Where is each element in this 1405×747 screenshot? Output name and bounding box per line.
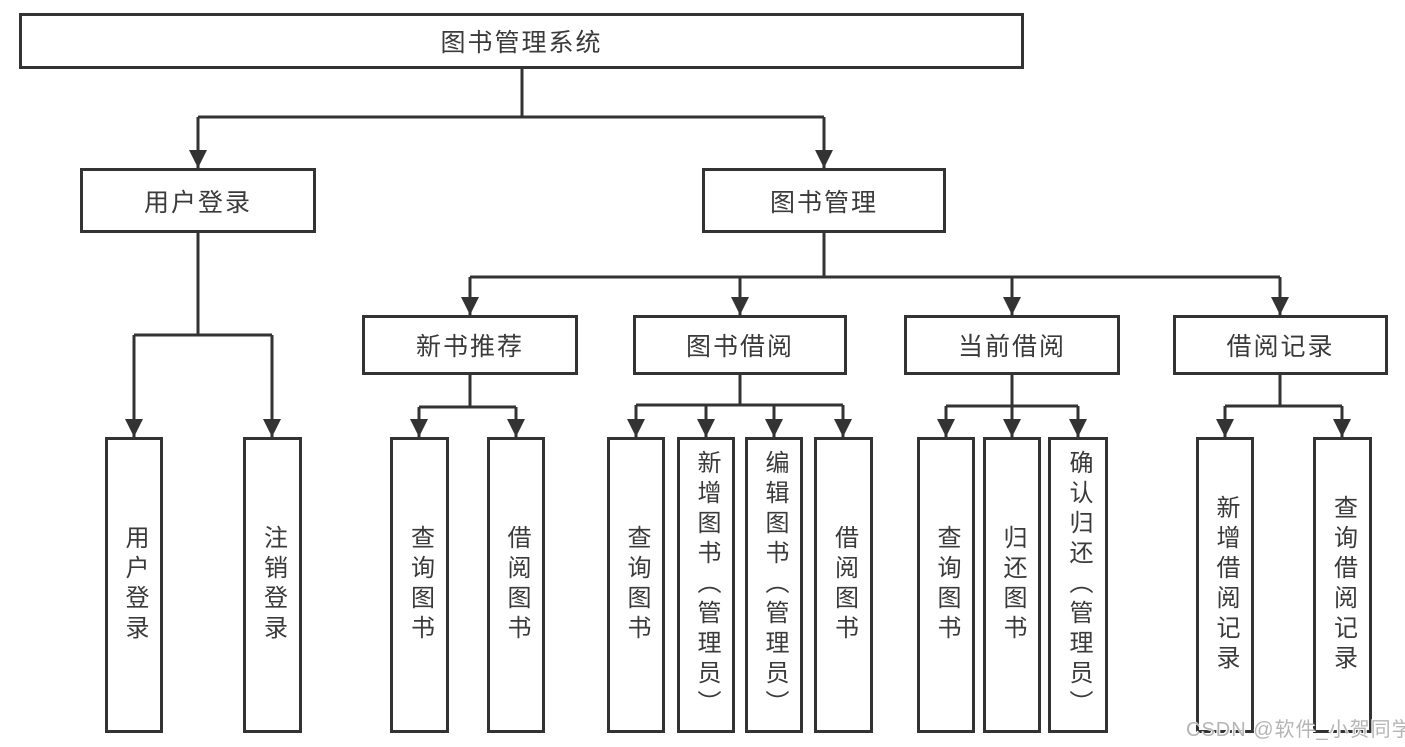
node-label: 新增图书（管理员）: [693, 450, 720, 720]
node-label: 归还图书: [999, 525, 1026, 645]
node-borrow-records: 借阅记录: [1173, 315, 1388, 375]
node-label: 借阅图书: [830, 525, 858, 645]
leaf-query-books-borrow: 查询图书: [607, 437, 665, 733]
connector-root: [189, 69, 833, 168]
watermark-csdn: CSDN @软件_小贺同学: [1186, 719, 1405, 741]
node-library-system: 图书管理系统: [19, 13, 1024, 69]
leaf-user-login: 用户登录: [105, 437, 163, 733]
leaf-query-books-current: 查询图书: [917, 437, 975, 733]
node-book-management: 图书管理: [702, 168, 946, 233]
node-label: 当前借阅: [957, 333, 1066, 361]
node-label: 图书管理: [769, 188, 878, 217]
node-label: 查询图书: [406, 525, 434, 645]
node-label: 确认归还（管理员）: [1065, 450, 1092, 720]
node-label: 编辑图书（管理员）: [761, 450, 788, 720]
node-current-borrow: 当前借阅: [904, 315, 1120, 375]
node-label: 用户登录: [143, 188, 252, 217]
node-label: 查询借阅记录: [1329, 495, 1357, 675]
connector-book-borrow: [627, 375, 852, 437]
connector-current-borrow: [937, 375, 1087, 437]
leaf-query-books-newbook: 查询图书: [390, 437, 449, 733]
connector-new-book-recommend: [410, 375, 525, 437]
node-label: 新增借阅记录: [1212, 495, 1239, 675]
node-user-login: 用户登录: [80, 168, 316, 233]
leaf-add-borrow-record: 新增借阅记录: [1196, 437, 1254, 733]
leaf-return-books: 归还图书: [983, 437, 1041, 733]
node-new-book-recommend: 新书推荐: [362, 315, 578, 375]
leaf-query-borrow-record: 查询借阅记录: [1313, 437, 1372, 733]
leaf-add-books-admin: 新增图书（管理员）: [677, 437, 735, 733]
node-label: 图书借阅: [685, 333, 794, 361]
leaf-borrow-books-newbook: 借阅图书: [487, 437, 545, 733]
leaf-borrow-books-borrow: 借阅图书: [814, 437, 873, 733]
leaf-edit-books-admin: 编辑图书（管理员）: [745, 437, 803, 733]
node-label: 查询图书: [933, 525, 960, 645]
node-label: 借阅图书: [503, 525, 530, 645]
node-label: 新书推荐: [415, 333, 524, 361]
connector-book-management: [461, 233, 1289, 315]
leaf-logout: 注销登录: [243, 437, 302, 733]
connector-borrow-records: [1216, 375, 1351, 437]
connector-user-login: [125, 233, 281, 437]
node-book-borrow: 图书借阅: [633, 315, 847, 375]
leaf-confirm-return-admin: 确认归还（管理员）: [1048, 437, 1108, 733]
node-label: 注销登录: [259, 525, 287, 645]
node-label: 图书管理系统: [440, 29, 603, 57]
node-label: 用户登录: [121, 525, 148, 645]
node-label: 借阅记录: [1226, 333, 1335, 361]
node-label: 查询图书: [623, 525, 650, 645]
